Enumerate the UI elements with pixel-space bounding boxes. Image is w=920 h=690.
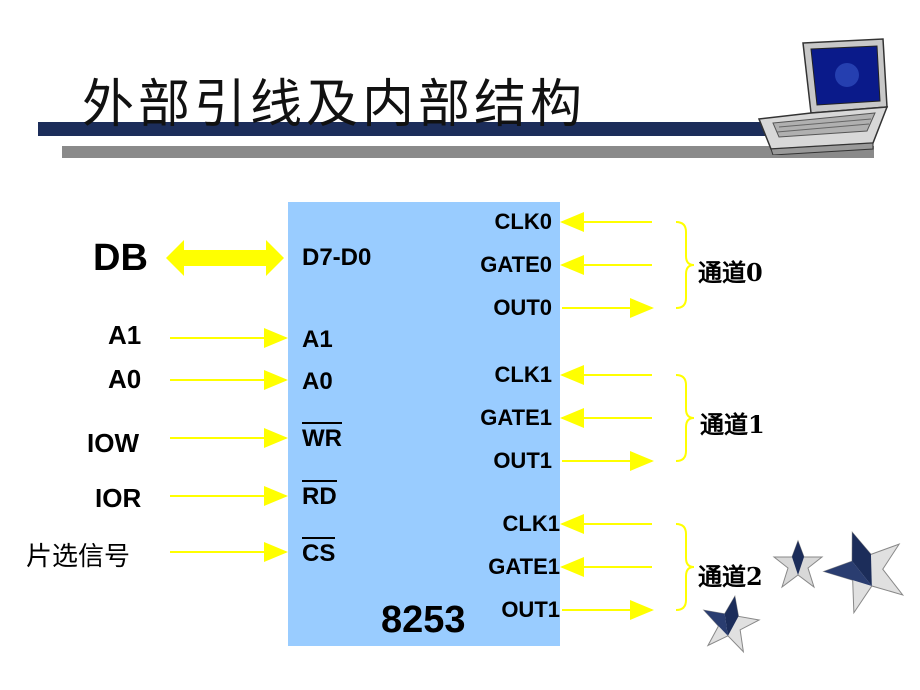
star-icon	[702, 595, 761, 654]
pin-gate0: GATE0	[480, 252, 552, 277]
iow-input-label: IOW	[87, 428, 139, 458]
db-double-arrow	[166, 240, 284, 276]
a1-input-label: A1	[108, 320, 142, 350]
pin-cs: CS	[302, 537, 336, 568]
db-label: DB	[93, 237, 148, 279]
pin-clk0: CLK0	[494, 209, 552, 234]
pin-wr: WR	[302, 422, 342, 453]
pin-clk1: CLK1	[494, 362, 552, 387]
brace-channel-1	[675, 374, 695, 462]
channel-2-label: 通道2	[698, 562, 763, 591]
brace-channel-0	[675, 221, 695, 309]
laptop-icon	[755, 35, 895, 155]
pin-gate2: GATE1	[488, 554, 560, 579]
pin-clk2: CLK1	[502, 511, 560, 536]
pin-d7d0: D7-D0	[302, 244, 372, 271]
brace-channel-2	[675, 523, 695, 611]
channel-1-label: 通道1	[700, 410, 765, 439]
star-icon	[822, 531, 905, 615]
a0-input-label: A0	[108, 364, 142, 394]
ior-input-label: IOR	[95, 483, 142, 513]
pin-rd: RD	[302, 480, 337, 511]
chip-8253	[288, 202, 560, 646]
cs-signal-label: 片选信号	[26, 542, 131, 572]
page-title: 外部引线及内部结构	[82, 75, 587, 135]
pin-a0: A0	[302, 368, 333, 395]
pin-out1: OUT1	[493, 448, 552, 473]
channel-0-label: 通道0	[698, 258, 763, 287]
pin-out0: OUT0	[493, 295, 552, 320]
title-bar-grey	[62, 146, 874, 158]
pin-a1: A1	[302, 326, 333, 353]
pin-out2: OUT1	[501, 597, 560, 622]
chip-name: 8253	[381, 599, 466, 641]
star-icon	[772, 539, 824, 589]
title-bar-dark	[38, 122, 818, 136]
pin-gate1: GATE1	[480, 405, 552, 430]
